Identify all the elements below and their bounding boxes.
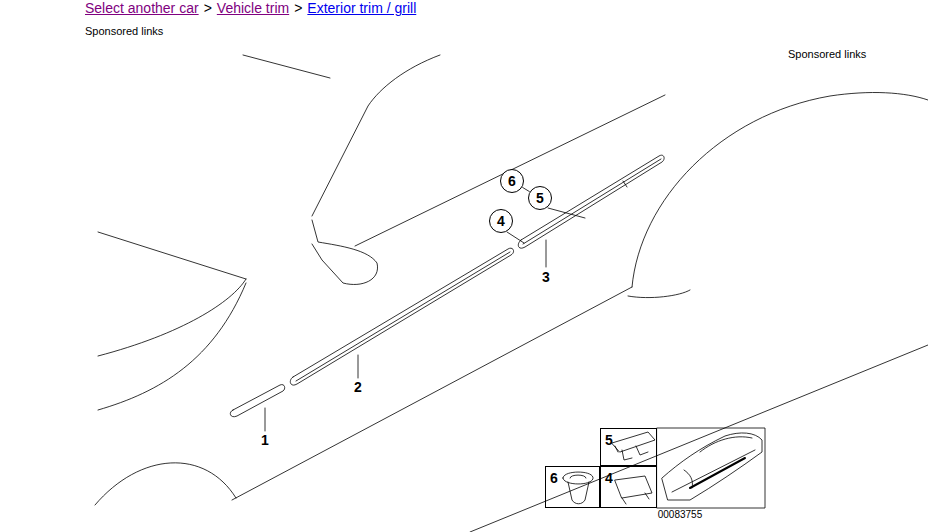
inset-cell: 5 xyxy=(600,428,657,466)
callout-number: 5 xyxy=(605,432,613,448)
headlight-edge xyxy=(98,279,246,356)
inset-car-trim xyxy=(690,458,745,488)
trim-strip xyxy=(518,155,664,248)
front-wheel-arch xyxy=(95,463,236,505)
clip-part xyxy=(563,472,593,504)
breadcrumb: Select another car > Vehicle trim > Exterior… xyxy=(85,0,416,17)
callout-number: 4 xyxy=(605,470,613,486)
body-side xyxy=(232,287,632,500)
callout-number: 2 xyxy=(354,380,362,395)
callout-circle: 4 xyxy=(489,209,513,233)
beltline xyxy=(355,95,665,246)
callout-number: 6 xyxy=(508,174,516,188)
breadcrumb-link: Vehicle trim xyxy=(217,0,289,17)
inset-cell: 4 xyxy=(600,466,657,508)
callout-number: 1 xyxy=(261,433,269,448)
callout-number: 6 xyxy=(550,470,558,486)
trim-strip xyxy=(230,385,284,417)
trim-strip-edge xyxy=(523,159,661,244)
trim-strip xyxy=(290,248,513,385)
breadcrumb-separator: > xyxy=(204,0,212,17)
drawing-number: 00083755 xyxy=(658,509,703,520)
hood-edge xyxy=(243,55,330,78)
callout-circle: 5 xyxy=(528,186,552,210)
breadcrumb-link: Exterior trim / grill xyxy=(307,0,416,17)
breadcrumb-link: Select another car xyxy=(85,0,199,17)
clip-part xyxy=(612,432,655,460)
rear-wheel-arch xyxy=(632,93,928,287)
callout-number: 5 xyxy=(536,191,544,205)
mirror xyxy=(312,220,378,284)
clip-part xyxy=(615,476,652,504)
callout-number: 4 xyxy=(497,214,505,228)
inset-car xyxy=(662,433,762,500)
sponsored-note: Sponsored links xyxy=(788,48,866,60)
rear-door-line xyxy=(628,290,690,298)
bumper-edge xyxy=(98,283,246,410)
sponsored-note: Sponsored links xyxy=(85,25,163,37)
callout-circle: 6 xyxy=(500,169,524,193)
hood-line xyxy=(98,232,246,279)
callout-number: 3 xyxy=(542,270,550,285)
inset-car-frame xyxy=(657,428,765,508)
inset-cell: 6 xyxy=(545,466,600,508)
trim-strip-edge xyxy=(296,252,510,381)
breadcrumb-separator: > xyxy=(294,0,302,17)
leader-line xyxy=(265,208,585,431)
rocker xyxy=(470,345,928,532)
a-pillar xyxy=(312,55,440,216)
